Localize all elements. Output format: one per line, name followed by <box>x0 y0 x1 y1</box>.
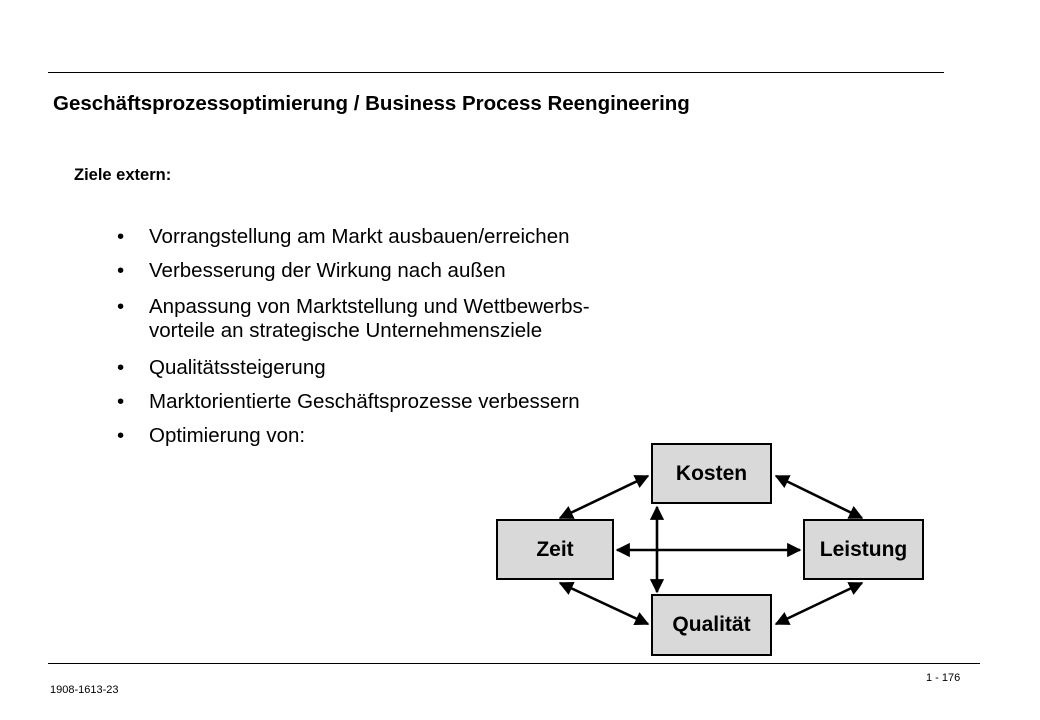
list-item-text: Qualitätssteigerung <box>149 356 326 379</box>
bullet-icon: • <box>117 225 125 248</box>
list-item-text: Optimierung von: <box>149 424 306 447</box>
node-kosten: Kosten <box>651 443 772 504</box>
node-leistung: Leistung <box>803 519 924 580</box>
node-qualitaet: Qualität <box>651 594 772 656</box>
node-zeit: Zeit <box>496 519 614 580</box>
arrow-zeit-qualitaet <box>558 581 650 626</box>
bullet-icon: • <box>117 259 125 282</box>
document-id: 1908-1613-23 <box>50 684 119 696</box>
bullet-icon: • <box>117 295 125 318</box>
list-item-text: Verbesserung der Wirkung nach außen <box>149 259 506 282</box>
arrow-leistung-qualitaet <box>774 581 864 626</box>
page-number: 1 - 176 <box>926 672 961 684</box>
slide-title: Geschäftsprozessoptimierung / Business P… <box>53 92 690 115</box>
bullet-icon: • <box>117 356 125 379</box>
bullet-icon: • <box>117 424 125 447</box>
list-item-text: Marktorientierte Geschäftsprozesse verbe… <box>149 390 580 413</box>
list-item-text: Vorrangstellung am Markt ausbauen/erreic… <box>149 225 570 248</box>
top-divider <box>48 72 944 73</box>
bottom-divider <box>48 663 980 664</box>
list-item-text: Anpassung von Marktstellung und Wettbewe… <box>149 295 590 342</box>
arrow-kosten-leistung <box>774 474 864 520</box>
section-subtitle: Ziele extern: <box>74 166 172 184</box>
bullet-icon: • <box>117 390 125 413</box>
arrow-kosten-zeit <box>558 474 650 520</box>
